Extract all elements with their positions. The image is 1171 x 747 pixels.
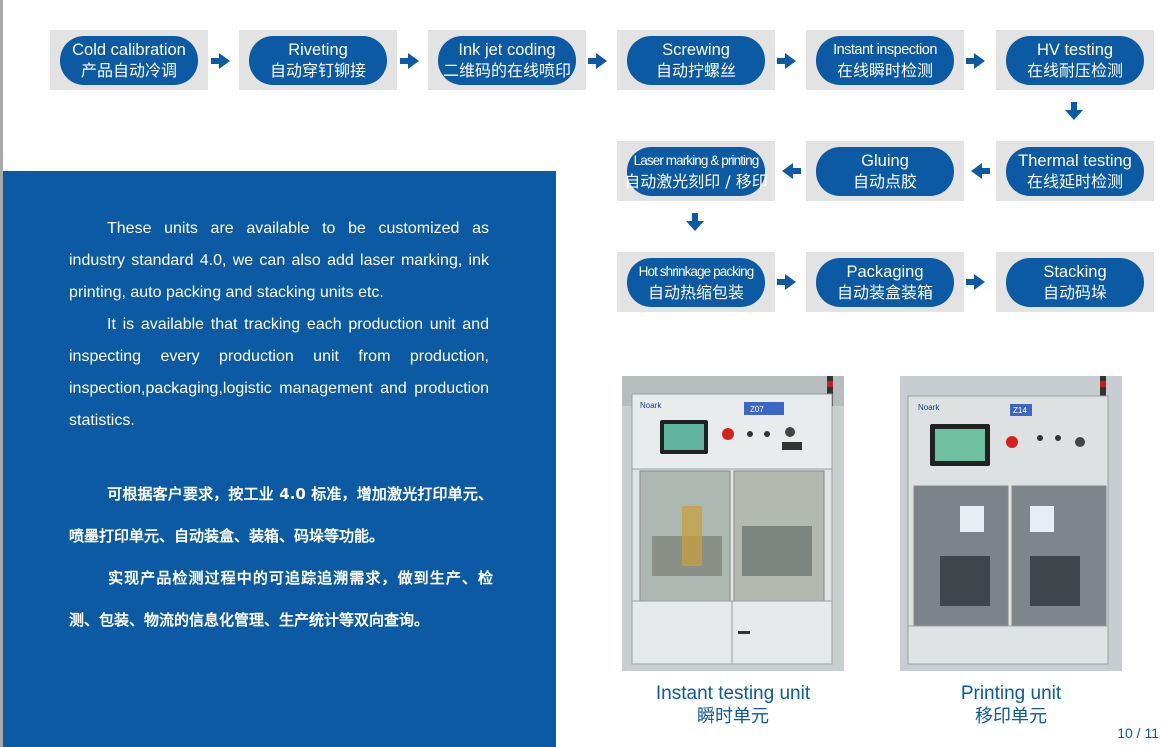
description-zh-paragraph-2: 实现产品检测过程中的可追踪追溯需求，做到生产、检测、包装、物流的信息化管理、生产… <box>69 569 493 629</box>
step-hot-shrinkage-packing: Hot shrinkage packing 自动热缩包装 <box>617 252 775 312</box>
down-arrow-icon <box>1065 102 1083 120</box>
description-en-paragraph-1: These units are available to be customiz… <box>69 220 489 301</box>
printing-unit-photo: Noark Z14 <box>900 376 1122 671</box>
instant-testing-unit-caption: Instant testing unit 瞬时单元 <box>622 682 844 729</box>
step-label-en: HV testing <box>1036 40 1114 59</box>
step-label-zh: 自动点胶 <box>852 171 917 191</box>
step-label-en: Stacking <box>1043 262 1107 281</box>
step-label-zh: 在线瞬时检测 <box>836 60 933 80</box>
step-label-en: Thermal testing <box>1018 151 1132 170</box>
right-arrow-icon <box>966 53 985 69</box>
step-label-en: Packaging <box>846 262 924 281</box>
instant-testing-unit-photo: Noark Z07 <box>622 376 844 671</box>
right-arrow-icon <box>400 53 419 69</box>
step-label-zh: 自动穿钉铆接 <box>269 60 366 80</box>
step-label-en: Riveting <box>288 40 348 59</box>
caption-en: Instant testing unit <box>655 683 811 704</box>
right-arrow-icon <box>211 53 230 69</box>
step-label-zh: 产品自动冷调 <box>80 60 177 80</box>
step-label-zh: 在线耐压检测 <box>1026 60 1123 80</box>
caption-zh: 瞬时单元 <box>697 706 769 727</box>
step-label-en: Gluing <box>861 151 909 170</box>
right-arrow-icon <box>777 274 796 290</box>
left-arrow-icon <box>971 163 990 179</box>
step-label-en: Hot shrinkage packing <box>638 263 755 279</box>
right-arrow-icon <box>777 53 796 69</box>
machine-brand-label: Noark <box>640 401 662 410</box>
step-label-zh: 自动装盒装箱 <box>836 282 933 302</box>
caption-en: Printing unit <box>960 683 1062 704</box>
printing-unit-caption: Printing unit 移印单元 <box>900 682 1122 729</box>
step-label-zh: 自动激光刻印 / 移印 <box>624 171 768 191</box>
right-arrow-icon <box>966 274 985 290</box>
step-laser-marking-printing: Laser marking & printing 自动激光刻印 / 移印 <box>617 141 775 201</box>
machine-brand-label: Noark <box>918 403 940 412</box>
right-arrow-icon <box>588 53 607 69</box>
left-edge-rule <box>0 0 3 747</box>
description-panel: These units are available to be customiz… <box>3 171 556 747</box>
page-number: 10 / 11 <box>1117 725 1159 741</box>
machine-number-label: Z07 <box>750 405 764 414</box>
machine-number-label: Z14 <box>1013 406 1027 415</box>
step-label-en: Laser marking & printing <box>633 152 760 168</box>
step-label-en: Instant inspection <box>833 41 937 58</box>
caption-zh: 移印单元 <box>975 706 1047 727</box>
step-label-zh: 自动拧螺丝 <box>655 60 736 80</box>
step-label-zh: 自动热缩包装 <box>647 282 744 302</box>
step-instant-inspection: Instant inspection 在线瞬时检测 <box>806 30 964 90</box>
step-label-en: Cold calibration <box>72 40 186 59</box>
description-zh-paragraph-1: 可根据客户要求，按工业 4.0 标准，增加激光打印单元、喷墨打印单元、自动装盒、… <box>69 485 493 545</box>
step-label-zh: 自动码垛 <box>1042 282 1107 302</box>
step-label-zh: 二维码的在线喷印 <box>442 60 571 80</box>
step-label-en: Screwing <box>662 40 730 59</box>
left-arrow-icon <box>782 163 801 179</box>
step-label-en: Ink jet coding <box>458 40 556 59</box>
down-arrow-icon <box>686 213 704 231</box>
step-label-zh: 在线延时检测 <box>1026 171 1123 191</box>
description-en-paragraph-2: It is available that tracking each produ… <box>69 316 489 429</box>
